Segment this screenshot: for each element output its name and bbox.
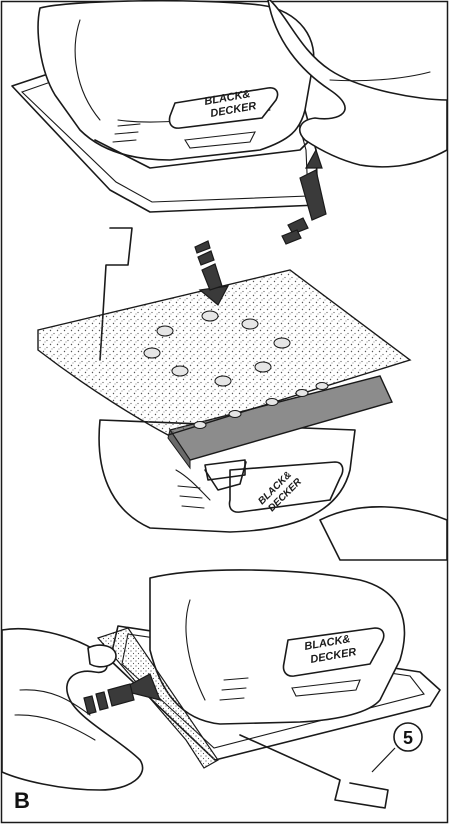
figure-letter: B [14,788,30,813]
panel-clamp-release: BLACK& DECKER [12,0,447,244]
panel-insert-paper: BLACK& DECKER 5 B [2,570,440,813]
callout-number: 5 [403,728,413,748]
panel-fit-paper: BLACK& DECKER [38,228,447,560]
callout-leader [372,748,395,772]
